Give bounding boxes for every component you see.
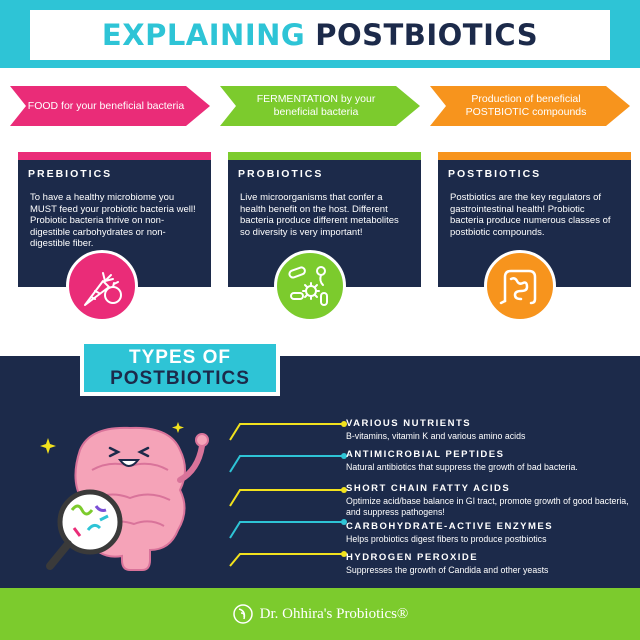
type-item-desc: Suppresses the growth of Candida and oth… [346,565,549,575]
intestine-mascot-illustration [40,422,209,571]
production-arrow: Production of beneficial POSTBIOTIC comp… [430,86,630,126]
page-title: EXPLAINING POSTBIOTICS [30,10,610,60]
card-accent-bar [438,152,631,160]
food-arrow: FOOD for your beneficial bacteria [10,86,210,126]
intestine-icon [484,250,556,322]
type-item-peptides: ANTIMICROBIAL PEPTIDES Natural antibioti… [346,449,636,473]
type-item-fatty-acids: SHORT CHAIN FATTY ACIDS Optimize acid/ba… [346,483,636,517]
types-heading-line-2: POSTBIOTICS [110,368,250,389]
bacteria-icon [274,250,346,322]
card-accent-bar [228,152,421,160]
type-item-nutrients: VARIOUS NUTRIENTS B-vitamins, vitamin K … [346,418,636,442]
types-heading-line-1: TYPES OF [129,347,231,368]
title-part-2: POSTBIOTICS [315,18,539,52]
type-item-peroxide: HYDROGEN PEROXIDE Suppresses the growth … [346,552,636,576]
vegetables-icon [66,250,138,322]
types-heading: TYPES OF POSTBIOTICS [80,340,280,396]
type-item-desc: Helps probiotics digest fibers to produc… [346,534,547,544]
connector-lines [229,421,347,567]
type-item-enzymes: CARBOHYDRATE-ACTIVE ENZYMES Helps probio… [346,521,636,545]
sparkle-icon [40,422,184,454]
card-title: PROBIOTICS [238,168,324,180]
card-text: Postbiotics are the key regulators of ga… [450,192,611,238]
brand-logo-icon [232,604,253,624]
fermentation-arrow: FERMENTATION by your beneficial bacteria [220,86,420,126]
card-accent-bar [18,152,211,160]
type-item-title: HYDROGEN PEROXIDE [346,552,479,563]
footer-bar: Dr. Ohhira's Probiotics® [0,588,640,640]
brand-name: Dr. Ohhira's Probiotics® [259,605,409,622]
card-text: To have a healthy microbiome you MUST fe… [30,192,196,249]
card-text: Live microorganisms that confer a health… [240,192,399,238]
type-item-desc: Natural antibiotics that suppress the gr… [346,462,578,472]
header-banner: EXPLAINING POSTBIOTICS [0,0,640,68]
title-part-1: EXPLAINING [101,18,306,52]
type-item-title: ANTIMICROBIAL PEPTIDES [346,449,505,460]
type-item-title: CARBOHYDRATE-ACTIVE ENZYMES [346,521,554,532]
type-item-title: VARIOUS NUTRIENTS [346,418,472,429]
type-item-title: SHORT CHAIN FATTY ACIDS [346,483,511,494]
card-title: POSTBIOTICS [448,168,542,180]
card-title: PREBIOTICS [28,168,113,180]
type-item-desc: B-vitamins, vitamin K and various amino … [346,431,526,441]
type-item-desc: Optimize acid/base balance in GI tract, … [346,496,629,517]
